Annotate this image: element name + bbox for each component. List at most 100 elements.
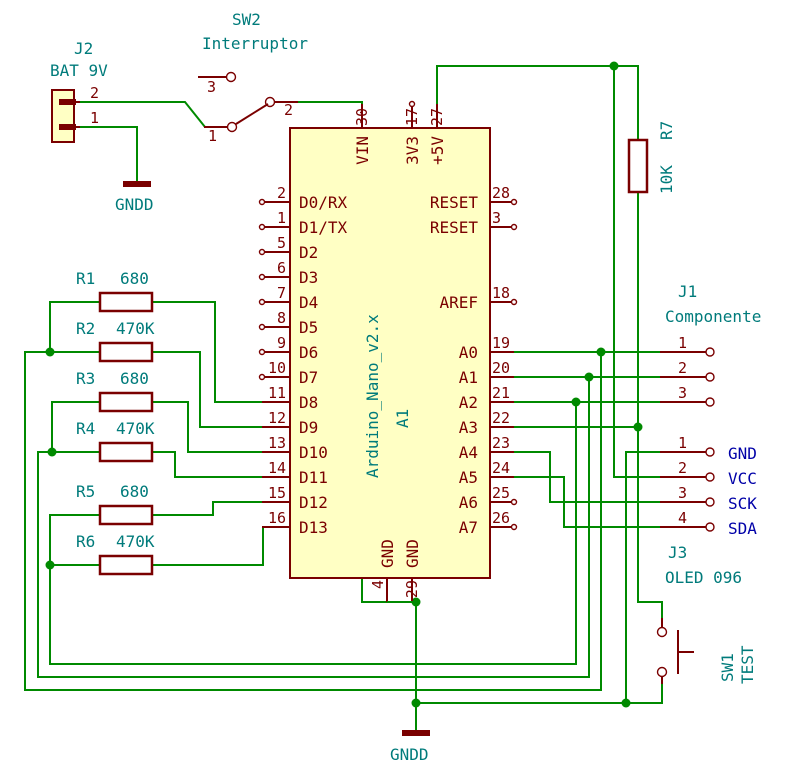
wire-a5-sda	[490, 476, 710, 528]
j2-ref: J2	[74, 39, 93, 58]
resistor-ref: R2	[76, 319, 95, 338]
sw1-test-button: SW1 TEST	[656, 618, 757, 684]
wire-loop-a1	[37, 377, 590, 678]
resistor-value: 680	[120, 269, 149, 288]
resistor-ref: R3	[76, 369, 95, 388]
wire-r1-left	[49, 301, 100, 353]
j3-pin-terminal	[705, 472, 715, 482]
a1-nc-marker	[258, 198, 266, 206]
a1-pin-number: 30	[353, 108, 371, 126]
a1-pin-name: A6	[459, 493, 478, 512]
sw2-pin-3: 3	[207, 78, 216, 96]
r7-ref: R7	[657, 121, 676, 140]
wire-r2-to-d9	[152, 351, 290, 428]
junctions	[45, 61, 643, 708]
a1-pin-number: 23	[492, 434, 510, 452]
a1-pin-number: 10	[268, 359, 286, 377]
a1-nc-marker	[258, 248, 266, 256]
resistor-value: 680	[120, 482, 149, 501]
j3-pin-terminal	[705, 447, 715, 457]
j3-ref: J3	[668, 543, 687, 562]
j1-pin-terminal	[705, 347, 715, 357]
a1-pin-name: D4	[299, 293, 318, 312]
j2-pin-1: 1	[90, 109, 99, 127]
j2-pin2-pad	[59, 99, 76, 105]
j2-value: BAT 9V	[50, 61, 108, 80]
sw2-pin-1: 1	[208, 127, 217, 145]
a1-pin-number: 7	[277, 284, 286, 302]
junction-5v-top	[609, 61, 619, 71]
a1-pin-number: 29	[403, 580, 421, 598]
junction-a0	[596, 347, 606, 357]
a1-pin-number: 5	[277, 234, 286, 252]
a1-pin-name: D7	[299, 368, 318, 387]
a1-pin-name: A4	[459, 443, 478, 462]
j3-value: OLED 096	[665, 568, 742, 587]
a1-nc-marker	[258, 323, 266, 331]
gnd-bottom-bar	[402, 730, 430, 736]
j3-pin-number: 2	[678, 459, 687, 477]
j2-body	[51, 89, 75, 143]
gnd-bottom-label: GNDD	[390, 745, 429, 764]
junction-oled-gnd	[621, 698, 631, 708]
resistor-body	[98, 291, 154, 313]
resistor-value: 680	[120, 369, 149, 388]
a1-pin-name: +5V	[428, 136, 447, 165]
j1-pin-number: 2	[678, 359, 687, 377]
resistor-body	[98, 391, 154, 413]
a1-nc-marker	[258, 223, 266, 231]
a1-pin-number: 8	[277, 309, 286, 327]
r7-body	[627, 138, 649, 194]
j1-value: Componente	[665, 307, 761, 326]
j3-pin-terminal	[705, 497, 715, 507]
a1-nc-marker	[408, 100, 416, 108]
resistor-body	[98, 341, 154, 363]
a1-pin-number: 28	[492, 184, 510, 202]
a1-pin-name: D6	[299, 343, 318, 362]
j2-battery-connector: J2 BAT 9V 2 1	[50, 39, 108, 143]
j1-component-connector: J1 Componente 123	[660, 282, 761, 407]
junction-gnd-bus	[411, 698, 421, 708]
a1-pin-name: D12	[299, 493, 328, 512]
a1-value: Arduino_Nano_v2.x	[363, 314, 382, 478]
a1-pin-number: 3	[492, 209, 501, 227]
resistor-ref: R5	[76, 482, 95, 501]
a1-pin-name: D11	[299, 468, 328, 487]
a1-pin-name: A5	[459, 468, 478, 487]
a1-pin-number: 15	[268, 484, 286, 502]
j3-pin-number: 1	[678, 434, 687, 452]
r7-resistor: R7 10K	[627, 121, 676, 194]
r7-value: 10K	[657, 165, 676, 194]
a1-pin-name: D2	[299, 243, 318, 262]
a1-pin-number: 24	[492, 459, 510, 477]
j3-net-label: SDA	[728, 519, 757, 538]
a1-pin-name: A2	[459, 393, 478, 412]
a1-pin-number: 14	[268, 459, 286, 477]
j3-pin-number: 4	[678, 509, 687, 527]
a1-pin-number: 25	[492, 484, 510, 502]
junction-a1	[584, 372, 594, 382]
a1-pin-number: 13	[268, 434, 286, 452]
a1-pin-name: D8	[299, 393, 318, 412]
a1-pin-number: 1	[277, 209, 286, 227]
a1-pin-name: AREF	[439, 293, 478, 312]
sw1-value: TEST	[738, 645, 757, 684]
j3-pin-terminal	[705, 522, 715, 532]
a1-nc-marker	[510, 498, 518, 506]
j2-pin1-pad	[59, 124, 76, 130]
a1-pin-number: 19	[492, 334, 510, 352]
a1-nc-marker	[258, 273, 266, 281]
a1-pin-number: 12	[268, 409, 286, 427]
sw1-ref: SW1	[718, 653, 737, 682]
wire-bat-to-gnd	[78, 126, 138, 182]
j3-pin-number: 3	[678, 484, 687, 502]
junction-a2	[571, 397, 581, 407]
gnd-symbol-top: GNDD	[115, 181, 154, 214]
wire-loop-a2	[49, 402, 577, 665]
j1-pin-number: 3	[678, 384, 687, 402]
a1-ref: A1	[393, 409, 412, 428]
a1-pin-number: 6	[277, 259, 286, 277]
